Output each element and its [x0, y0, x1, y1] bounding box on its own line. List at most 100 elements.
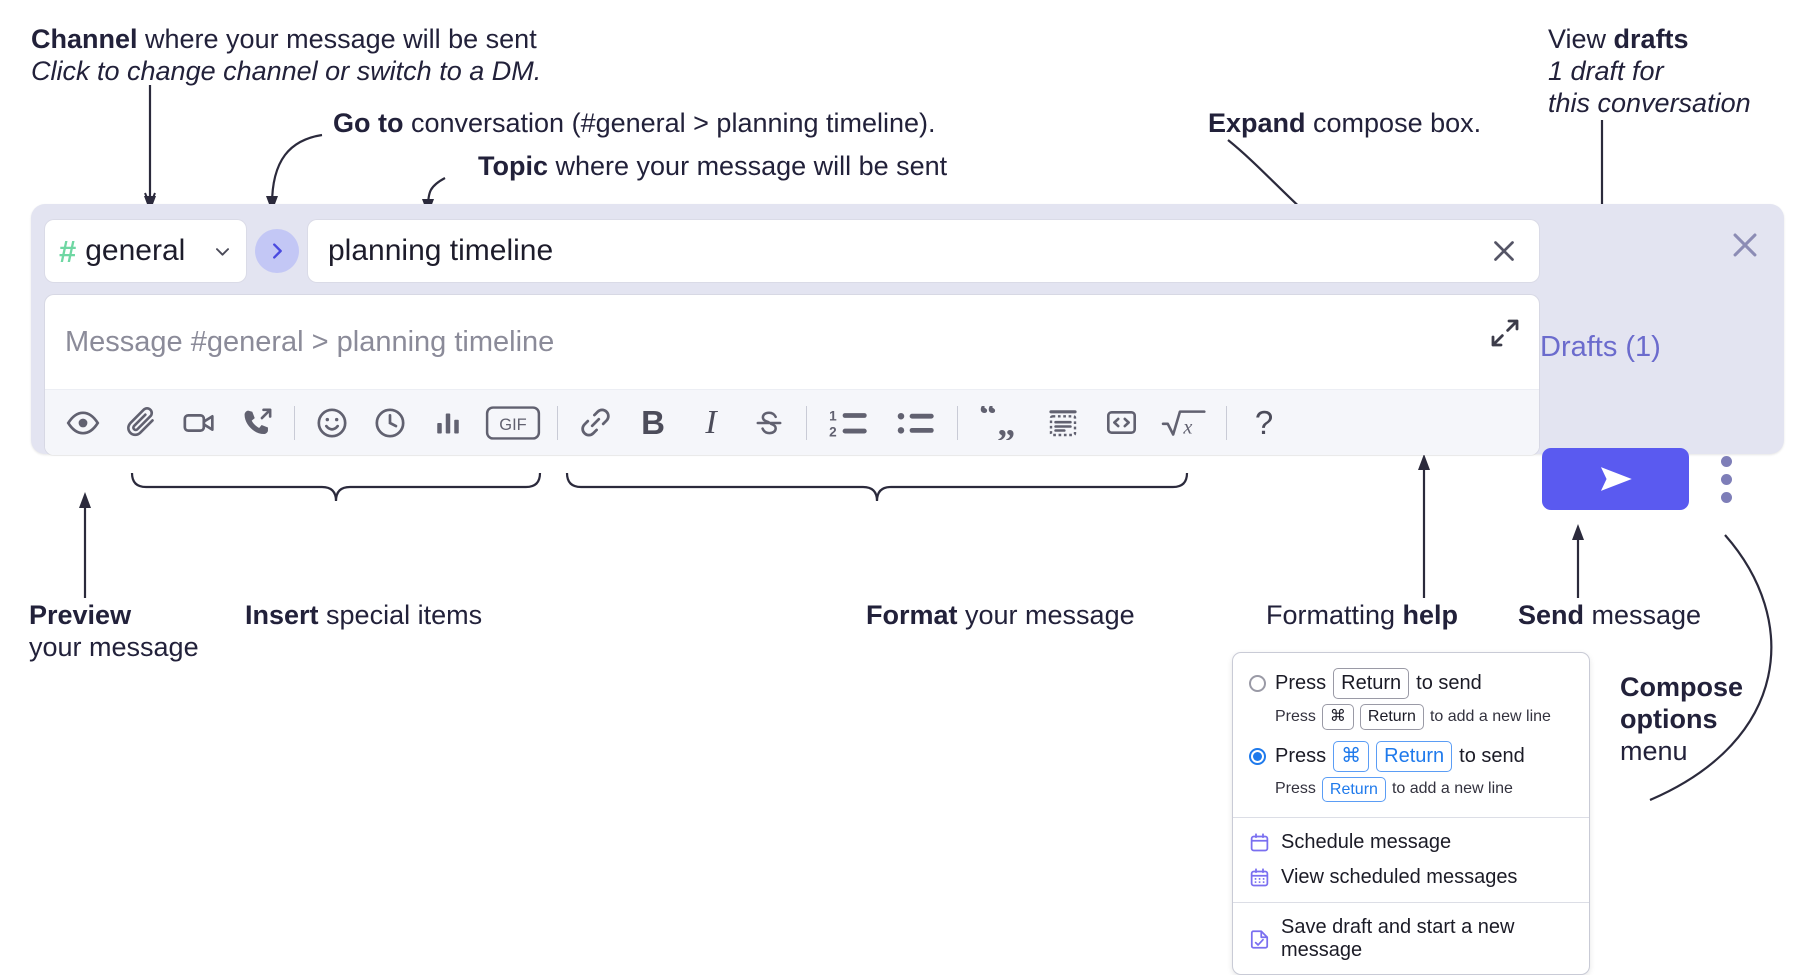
send-option-2-pre: Press — [1275, 744, 1327, 767]
send-button[interactable] — [1542, 448, 1689, 510]
video-clip-icon[interactable] — [175, 399, 223, 447]
audio-clip-icon[interactable] — [233, 399, 281, 447]
math-icon[interactable]: x — [1155, 399, 1213, 447]
help-icon[interactable]: ? — [1240, 399, 1288, 447]
annotation-topic: Topic where your message will be sent — [478, 151, 947, 183]
send-option-return[interactable]: Press Return to send — [1233, 665, 1589, 702]
go-to-conversation-button[interactable] — [255, 229, 299, 273]
key-command: ⌘ — [1321, 704, 1354, 730]
key-return: Return — [1376, 740, 1453, 772]
separator — [806, 405, 807, 440]
annotation-send-bold: Send — [1518, 600, 1585, 630]
hint-pre: Press — [1275, 780, 1316, 798]
annotation-insert-bold: Insert — [245, 600, 319, 630]
expand-icon[interactable] — [1489, 317, 1521, 349]
message-input[interactable]: Message #general > planning timeline — [45, 295, 1539, 389]
menu-item-schedule-message[interactable]: Schedule message — [1233, 825, 1589, 860]
compose-options-button[interactable] — [1715, 455, 1737, 503]
channel-selector[interactable]: # general — [45, 220, 246, 282]
annotation-channel: Channel where your message will be sent … — [31, 24, 541, 88]
italic-label: I — [705, 403, 717, 441]
send-icon — [1600, 467, 1632, 491]
key-return: Return — [1333, 668, 1410, 699]
strikethrough-icon[interactable] — [745, 399, 793, 447]
annotation-channel-sub: Click to change channel or switch to a D… — [31, 55, 542, 86]
divider — [1233, 817, 1589, 819]
send-option-1-pre: Press — [1275, 672, 1327, 694]
calendar-icon — [1250, 833, 1269, 852]
hint-post: to add a new line — [1429, 707, 1551, 725]
compose-panel: # general planning timeline Message #gen… — [31, 204, 1784, 455]
key-return: Return — [1321, 776, 1386, 803]
radio-unselected[interactable] — [1249, 675, 1266, 692]
menu-item-view-scheduled[interactable]: View scheduled messages — [1233, 860, 1589, 895]
menu-item-save-draft[interactable]: Save draft and start a new message — [1233, 910, 1589, 968]
annotation-insert-rest: special items — [318, 600, 483, 630]
annotation-goto-rest: conversation (#general > planning timeli… — [403, 108, 936, 138]
inline-code-icon[interactable] — [1097, 399, 1145, 447]
annotation-expand-rest: compose box. — [1305, 108, 1482, 138]
link-icon[interactable] — [571, 399, 619, 447]
menu-item-label: Save draft and start a new message — [1281, 916, 1515, 962]
hash-icon: # — [59, 233, 77, 269]
annotation-expand: Expand compose box. — [1208, 108, 1481, 140]
bold-icon[interactable]: B — [629, 399, 677, 447]
svg-text:1: 1 — [829, 408, 837, 423]
compose-options-menu: Press Return to send Press ⌘ Return to a… — [1232, 652, 1590, 975]
annotation-goto: Go to conversation (#general > planning … — [333, 108, 936, 140]
send-option-1-hint: Press ⌘ Return to add a new line — [1233, 702, 1589, 738]
divider — [1233, 902, 1589, 904]
save-draft-icon — [1250, 930, 1269, 949]
svg-text:„: „ — [997, 406, 1015, 440]
send-option-2-post: to send — [1459, 744, 1525, 767]
topic-input[interactable]: planning timeline — [308, 220, 1539, 282]
annotation-format-rest: your message — [957, 600, 1135, 630]
blockquote-icon[interactable]: “ „ — [971, 399, 1029, 447]
annotation-preview-bold: Preview — [29, 600, 132, 630]
hint-pre: Press — [1275, 707, 1316, 725]
hint-post: to add a new line — [1391, 780, 1513, 798]
formatting-toolbar: GIF B I — [45, 389, 1539, 455]
annotation-insert: Insert special items — [245, 600, 482, 632]
ordered-list-icon[interactable]: 1 2 — [820, 399, 878, 447]
annotation-format: Format your message — [866, 600, 1135, 632]
reminder-clock-icon[interactable] — [366, 399, 414, 447]
separator — [294, 405, 295, 440]
poll-bar-chart-icon[interactable] — [424, 399, 472, 447]
annotation-compose-bold1: Compose — [1620, 672, 1744, 702]
annotation-goto-bold: Go to — [333, 108, 404, 138]
annotation-expand-bold: Expand — [1208, 108, 1306, 138]
code-block-icon[interactable] — [1039, 399, 1087, 447]
help-label: ? — [1254, 404, 1274, 441]
key-command: ⌘ — [1333, 740, 1370, 772]
gif-icon[interactable]: GIF — [482, 399, 544, 447]
menu-item-label: Schedule message — [1281, 831, 1452, 854]
radio-selected[interactable] — [1249, 747, 1266, 765]
annotation-format-bold: Format — [866, 600, 958, 630]
italic-icon[interactable]: I — [687, 399, 735, 447]
drafts-link[interactable]: Drafts (1) — [1540, 331, 1661, 363]
kebab-dot — [1720, 473, 1732, 485]
kebab-dot — [1720, 491, 1732, 503]
send-option-1-post: to send — [1416, 672, 1482, 694]
attachment-icon[interactable] — [117, 399, 165, 447]
separator — [557, 405, 558, 440]
topic-value: planning timeline — [328, 234, 554, 267]
emoji-icon[interactable] — [308, 399, 356, 447]
annotation-preview: Preview your message — [29, 600, 199, 664]
annotation-preview-sub: your message — [29, 631, 199, 662]
bulleted-list-icon[interactable] — [888, 399, 944, 447]
send-option-cmd-return[interactable]: Press ⌘ Return to send — [1233, 738, 1589, 775]
annotation-send: Send message — [1518, 600, 1701, 632]
calendar-grid-icon — [1250, 868, 1269, 887]
preview-icon[interactable] — [59, 399, 107, 447]
close-icon[interactable] — [1487, 234, 1521, 268]
kebab-dot — [1720, 455, 1732, 467]
annotation-help-bold: help — [1402, 600, 1459, 630]
bold-label: B — [641, 404, 665, 441]
close-icon[interactable] — [1728, 228, 1762, 262]
send-option-2-hint: Press Return to add a new line — [1233, 775, 1589, 811]
key-return: Return — [1359, 704, 1424, 730]
annotation-help-lead: Formatting — [1266, 600, 1403, 630]
annotation-drafts-bold: drafts — [1613, 24, 1689, 54]
